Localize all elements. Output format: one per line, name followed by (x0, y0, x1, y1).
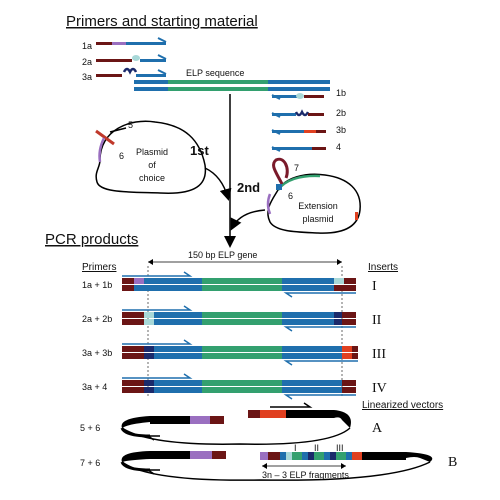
plasmid2-line1: Extension (298, 201, 338, 211)
primer-2a-label: 2a (82, 57, 92, 67)
insert-I: I (372, 279, 377, 294)
pcr-row-4: 3a + 4 IV (82, 373, 387, 400)
plasmid-of-choice: 5 6 Plasmid of choice (95, 120, 207, 194)
primer-3b-label: 3b (336, 125, 346, 135)
plasmid1-line3: choice (139, 173, 165, 183)
gene-label: 150 bp ELP gene (188, 250, 257, 260)
step-second-label: 2nd (237, 180, 260, 195)
step-second-arrow (230, 209, 266, 231)
primer-4-label: 4 (336, 142, 341, 152)
fragment-mark-II: II (314, 443, 319, 453)
vector-A: 5 + 6 A (80, 402, 383, 445)
pcr-row-1: 1a + 1b I (82, 271, 377, 298)
col-primers-header: Primers (82, 262, 116, 273)
step-first-label: 1st (190, 143, 209, 158)
fragment-mark-III: III (336, 443, 344, 453)
insert-II: II (372, 313, 382, 328)
plasmid2-site-6: 6 (288, 191, 293, 201)
plasmid2-line2: plasmid (302, 214, 333, 224)
elp-sequence-label: ELP sequence (186, 68, 244, 78)
vectorA-primers: 5 + 6 (80, 423, 100, 433)
primer-1a: 1a (82, 37, 167, 51)
extension-plasmid: 7 6 Extension plasmid (266, 157, 361, 234)
fragment-mark-I: I (294, 443, 297, 453)
primer-1b: 1b (271, 88, 346, 100)
primer-1b-label: 1b (336, 88, 346, 98)
linearized-vectors-label: Linearized vectors (362, 400, 443, 411)
primer-3b: 3b (271, 125, 346, 135)
plasmid1-site-6: 6 (119, 151, 124, 161)
primer-2b: 2b (271, 108, 346, 118)
pcr-row-2: 2a + 2b II (82, 305, 382, 332)
heading-primers: Primers and starting material (66, 13, 258, 30)
step-first-arrow (204, 167, 232, 201)
primer-4: 4 (271, 142, 341, 152)
row2-primers: 2a + 2b (82, 314, 112, 324)
plasmid1-line1: Plasmid (136, 147, 168, 157)
vector-A-label: A (372, 421, 383, 436)
plasmid1-site-5: 5 (128, 120, 133, 130)
primer-2b-label: 2b (336, 108, 346, 118)
primer-3a-label: 3a (82, 72, 92, 82)
primer-2a: 2a (82, 54, 167, 67)
flow-arrowhead (224, 236, 236, 248)
pcr-row-3: 3a + 3b III (82, 339, 386, 366)
heading-pcr: PCR products (45, 231, 138, 248)
insert-III: III (372, 347, 386, 362)
row4-primers: 3a + 4 (82, 382, 107, 392)
row3-primers: 3a + 3b (82, 348, 112, 358)
plasmid1-line2: of (148, 160, 156, 170)
fragments-label: 3n – 3 ELP fragments (262, 470, 349, 480)
row1-primers: 1a + 1b (82, 280, 112, 290)
col-inserts-header: Inserts (368, 262, 398, 273)
primer-3a: 3a (82, 67, 167, 82)
elp-sequence: ELP sequence (134, 68, 330, 91)
plasmid2-site-7: 7 (294, 163, 299, 173)
vector-B: 7 + 6 I II III 3n – 3 ELP fragments B (80, 443, 457, 481)
insert-IV: IV (372, 381, 387, 396)
vectorB-primers: 7 + 6 (80, 458, 100, 468)
primer-1a-label: 1a (82, 41, 92, 51)
vector-B-label: B (448, 455, 457, 470)
